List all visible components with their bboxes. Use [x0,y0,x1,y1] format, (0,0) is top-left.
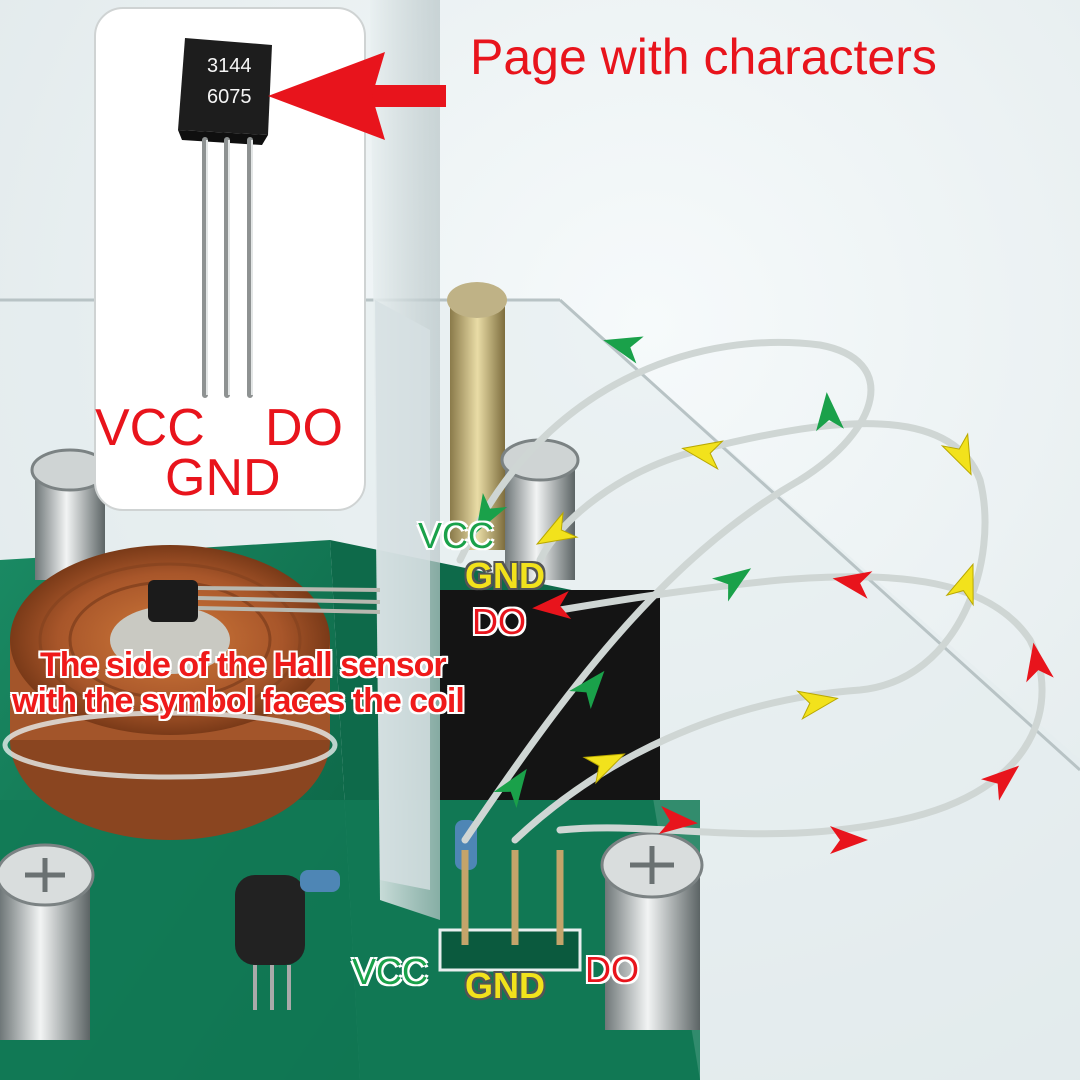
acrylic-edge-right [558,298,1080,772]
inset-pin-do: DO [265,399,343,457]
pcb-lower [0,800,700,1080]
chip-marking-line1: 3144 [207,55,252,77]
resistor [300,870,340,892]
board-label-gnd: GND [465,965,545,1006]
transistor [235,875,305,1010]
wire-vcc [456,339,875,844]
copper-coil [2,545,338,840]
steel-standoff-mid [500,438,580,580]
wire-label-do: DO [472,601,526,642]
orientation-note-line1: The side of the Hall sensor [40,646,447,684]
board-label-vcc: VCC [352,951,429,992]
steel-standoff-left-bottom [0,843,95,1040]
wire-gnd [511,420,989,844]
hall-sensor-chip [178,38,272,398]
pin-header [438,850,582,972]
chip-marking-line2: 6075 [207,86,252,108]
orientation-note-line2: with the symbol faces the coil [12,682,465,720]
acrylic-plate-hole [375,300,430,890]
wire-label-gnd: GND [465,555,545,596]
steel-standoff-right-bottom [600,831,704,1030]
inset-pin-vcc: VCC [95,399,205,457]
caption: Page with characters [470,29,937,85]
steel-standoff-left-top [30,448,110,580]
inset-card: 3144 6075 [94,7,366,511]
pointer-arrow [268,52,446,140]
wire-label-vcc: VCC [418,515,495,556]
inset-pin-gnd: GND [165,449,281,507]
standoff-screw [447,282,507,318]
board-label-do: DO [585,949,639,990]
hall-sensor-on-coil [148,580,381,622]
